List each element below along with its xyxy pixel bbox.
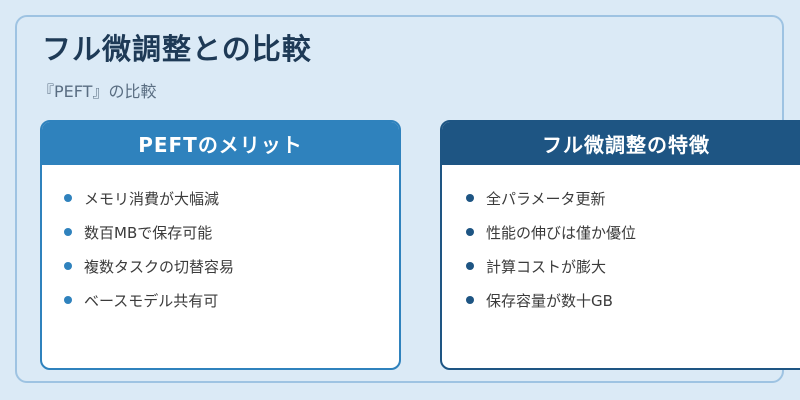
list-item-label: ベースモデル共有可 [84,291,219,310]
bullet-icon [64,194,72,202]
list-item: ベースモデル共有可 [64,283,399,317]
bullet-icon [64,262,72,270]
peft-merits-card: PEFTのメリット メモリ消費が大幅減 数百MBで保存可能 複数タスクの切替容易… [40,120,401,370]
peft-merits-header: PEFTのメリット [42,122,399,165]
list-item: 数百MBで保存可能 [64,215,399,249]
list-item-label: 計算コストが膨大 [486,257,607,276]
page-subtitle: 『PEFT』の比較 [38,82,157,101]
bullet-icon [466,194,474,202]
list-item-label: 保存容量が数十GB [486,291,613,310]
list-item: 性能の伸びは僅か優位 [466,215,800,249]
list-item-label: 全パラメータ更新 [486,189,606,208]
list-item: 複数タスクの切替容易 [64,249,399,283]
list-item: 全パラメータ更新 [466,181,800,215]
bullet-icon [64,228,72,236]
bullet-icon [466,296,474,304]
list-item: メモリ消費が大幅減 [64,181,399,215]
list-item-label: 性能の伸びは僅か優位 [486,223,637,242]
peft-merits-list: メモリ消費が大幅減 数百MBで保存可能 複数タスクの切替容易 ベースモデル共有可 [42,165,399,317]
full-finetune-card: フル微調整の特徴 全パラメータ更新 性能の伸びは僅か優位 計算コストが膨大 保存… [440,120,800,370]
bullet-icon [64,296,72,304]
bullet-icon [466,228,474,236]
list-item: 保存容量が数十GB [466,283,800,317]
list-item-label: 複数タスクの切替容易 [84,257,235,276]
list-item: 計算コストが膨大 [466,249,800,283]
list-item-label: 数百MBで保存可能 [84,223,213,242]
full-finetune-header: フル微調整の特徴 [442,122,800,165]
bullet-icon [466,262,474,270]
list-item-label: メモリ消費が大幅減 [84,189,220,208]
full-finetune-list: 全パラメータ更新 性能の伸びは僅か優位 計算コストが膨大 保存容量が数十GB [442,165,800,317]
page-title: フル微調整との比較 [42,32,312,66]
